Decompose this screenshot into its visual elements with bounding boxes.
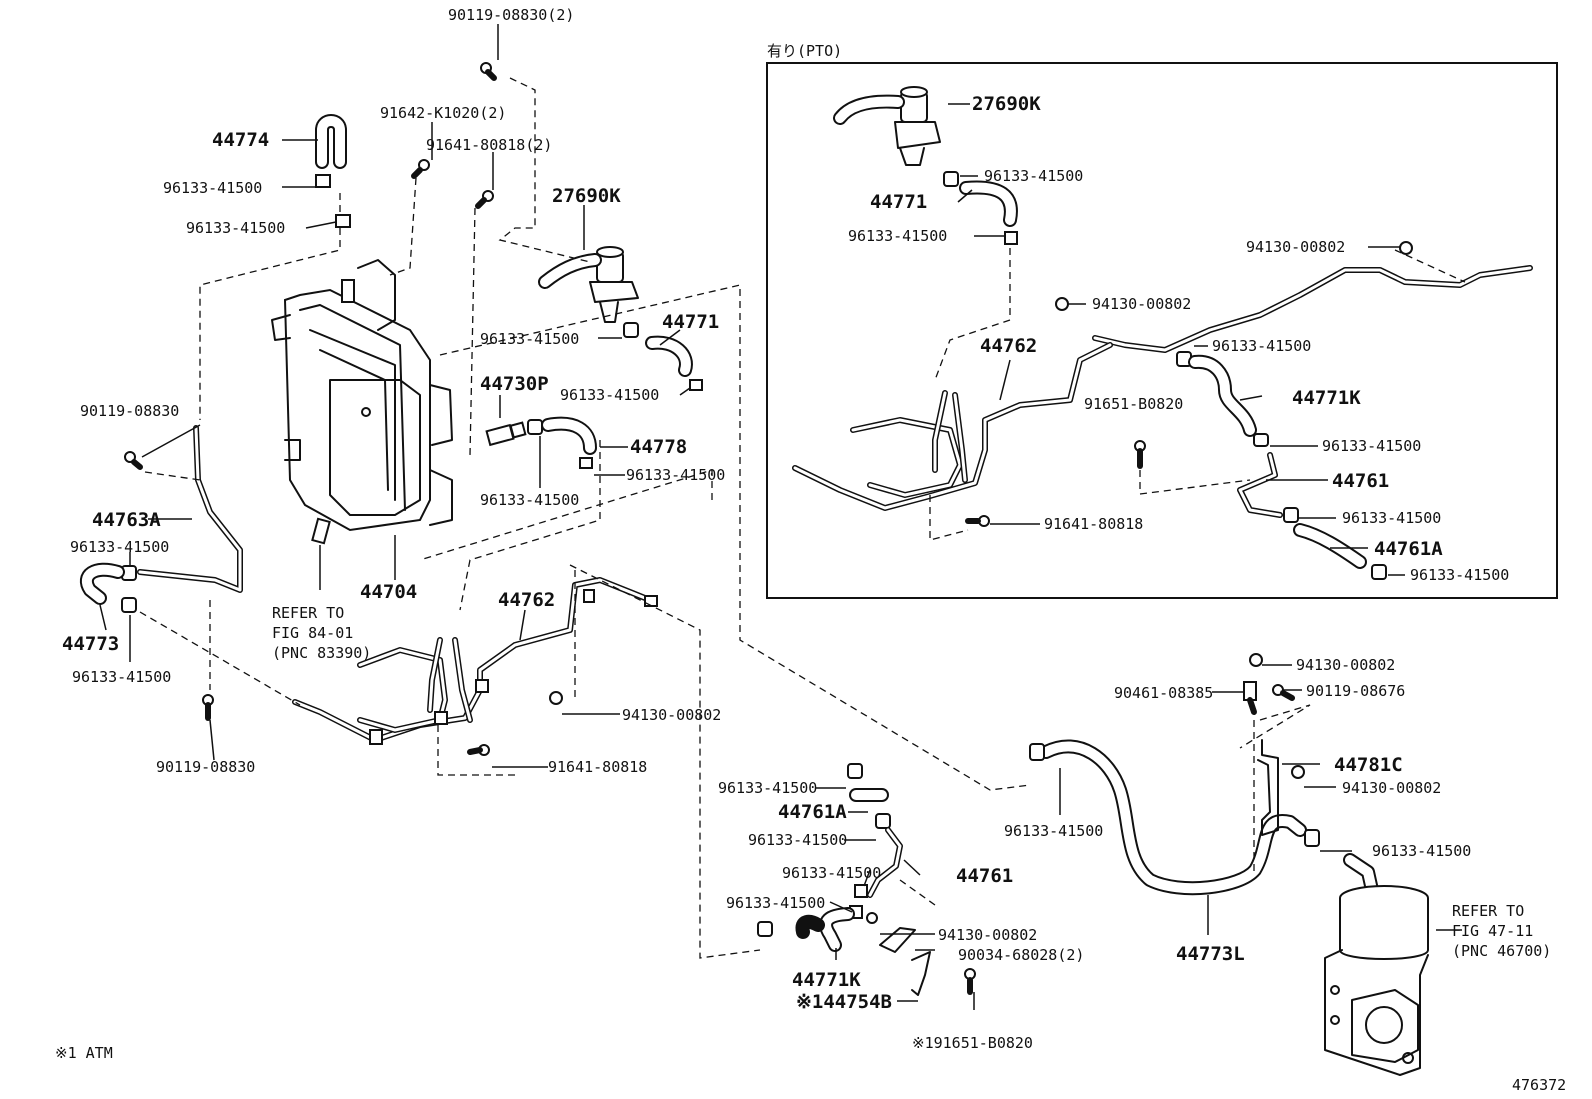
bracket-44781c <box>1243 653 1305 836</box>
label-90119-08830-a: 90119-08830 <box>80 402 179 420</box>
inset-label-44762: 44762 <box>980 335 1037 357</box>
label-44773l: 44773L <box>1176 943 1245 965</box>
inset-label-44761: 44761 <box>1332 470 1389 492</box>
label-44773: 44773 <box>62 633 119 655</box>
ref-fig84-line1: REFER TO <box>272 604 344 622</box>
part-labels: 90119-08830(2) 91642-K1020(2) 91641-8081… <box>55 6 1566 1094</box>
inset-label-44761a: 44761A <box>1374 538 1443 560</box>
label-94130-00802-d: 94130-00802 <box>1342 779 1441 797</box>
inset-title: 有り(PTO) <box>767 42 842 60</box>
lower-hose-cluster <box>757 763 976 996</box>
label-96133-k: 96133-41500 <box>782 864 881 882</box>
label-90034-68028-2: 90034-68028(2) <box>958 946 1084 964</box>
figure-number: 476372 <box>1512 1076 1566 1094</box>
vacuum-valve-27690k <box>538 246 639 323</box>
bolt-icon <box>124 62 563 756</box>
label-94130-00802-b: 94130-00802 <box>938 926 1037 944</box>
inset-valve-27690k <box>833 86 941 166</box>
inset-label-96133-e: 96133-41500 <box>1342 509 1441 527</box>
label-44761: 44761 <box>956 865 1013 887</box>
level-sensor <box>311 517 331 590</box>
label-96133-h: 96133-41500 <box>72 668 171 686</box>
label-44730p: 44730P <box>480 373 549 395</box>
label-44761a: 44761A <box>778 801 847 823</box>
ref-fig47-line1: REFER TO <box>1452 902 1524 920</box>
inset-label-96133-d: 96133-41500 <box>1322 437 1421 455</box>
inset-frame <box>766 62 1558 599</box>
label-91642-k1020-2: 91642-K1020(2) <box>380 104 506 122</box>
inset-label-96133-c: 96133-41500 <box>1212 337 1311 355</box>
ref-fig84-line2: FIG 84-01 <box>272 624 353 642</box>
inset-label-91641-80818: 91641-80818 <box>1044 515 1143 533</box>
label-44771k: 44771K <box>792 969 861 991</box>
inset-label-96133-f: 96133-41500 <box>1410 566 1509 584</box>
label-44704: 44704 <box>360 581 417 603</box>
label-90119-08830-b: 90119-08830 <box>156 758 255 776</box>
label-91651-b0820-a: ※191651-B0820 <box>912 1034 1033 1052</box>
inset-label-44771: 44771 <box>870 191 927 213</box>
leader-lines <box>99 24 1462 1010</box>
label-96133-d: 96133-41500 <box>560 386 659 404</box>
ref-fig84-line3: (PNC 83390) <box>272 644 371 662</box>
dashed-guides <box>139 77 1466 959</box>
label-96133-n: 96133-41500 <box>1372 842 1471 860</box>
label-91641-80818-a: 91641-80818 <box>548 758 647 776</box>
label-27690k: 27690K <box>552 185 621 207</box>
reservoir-tank-44704 <box>271 259 453 532</box>
label-96133-g: 96133-41500 <box>70 538 169 556</box>
label-44778: 44778 <box>630 436 687 458</box>
label-44771: 44771 <box>662 311 719 333</box>
ref-fig47-line3: (PNC 46700) <box>1452 942 1551 960</box>
label-94130-00802-a: 94130-00802 <box>622 706 721 724</box>
ref-fig47-line2: FIG 47-11 <box>1452 922 1533 940</box>
fitting-44730p <box>485 395 527 447</box>
inset-label-94130-b: 94130-00802 <box>1092 295 1191 313</box>
label-44781c: 44781C <box>1334 754 1403 776</box>
label-96133-f: 96133-41500 <box>480 491 579 509</box>
inset-label-96133-a: 96133-41500 <box>984 167 1083 185</box>
label-96133-j: 96133-41500 <box>748 831 847 849</box>
inset-label-44771k: 44771K <box>1292 387 1361 409</box>
clamp <box>335 214 351 228</box>
pipe-assembly-44762 <box>292 577 658 745</box>
label-96133-i: 96133-41500 <box>718 779 817 797</box>
label-44763a: 44763A <box>92 509 161 531</box>
inset-label-96133-b: 96133-41500 <box>848 227 947 245</box>
inset-label-27690k: 27690K <box>972 93 1041 115</box>
label-96133-e: 96133-41500 <box>626 466 725 484</box>
label-90119-08830-2: 90119-08830(2) <box>448 6 574 24</box>
label-90461-08385: 90461-08385 <box>1114 684 1213 702</box>
label-96133-l: 96133-41500 <box>726 894 825 912</box>
inset-labels: 27690K 96133-41500 44771 96133-41500 941… <box>848 93 1509 584</box>
label-91641-80818-2: 91641-80818(2) <box>426 136 552 154</box>
inset-label-94130-a: 94130-00802 <box>1246 238 1345 256</box>
label-94130-00802-c: 94130-00802 <box>1296 656 1395 674</box>
clamp <box>315 174 331 188</box>
label-96133-m: 96133-41500 <box>1004 822 1103 840</box>
label-96133-c: 96133-41500 <box>480 330 579 348</box>
label-44754b: ※144754B <box>796 991 892 1013</box>
note-atm: ※1 ATM <box>55 1044 113 1062</box>
vacuum-canister <box>1324 853 1429 1076</box>
label-44774: 44774 <box>212 129 269 151</box>
label-90119-08676: 90119-08676 <box>1306 682 1405 700</box>
label-96133-a: 96133-41500 <box>163 179 262 197</box>
label-44762: 44762 <box>498 589 555 611</box>
label-96133-b: 96133-41500 <box>186 219 285 237</box>
inset-label-91651-b0820: 91651-B0820 <box>1084 395 1183 413</box>
